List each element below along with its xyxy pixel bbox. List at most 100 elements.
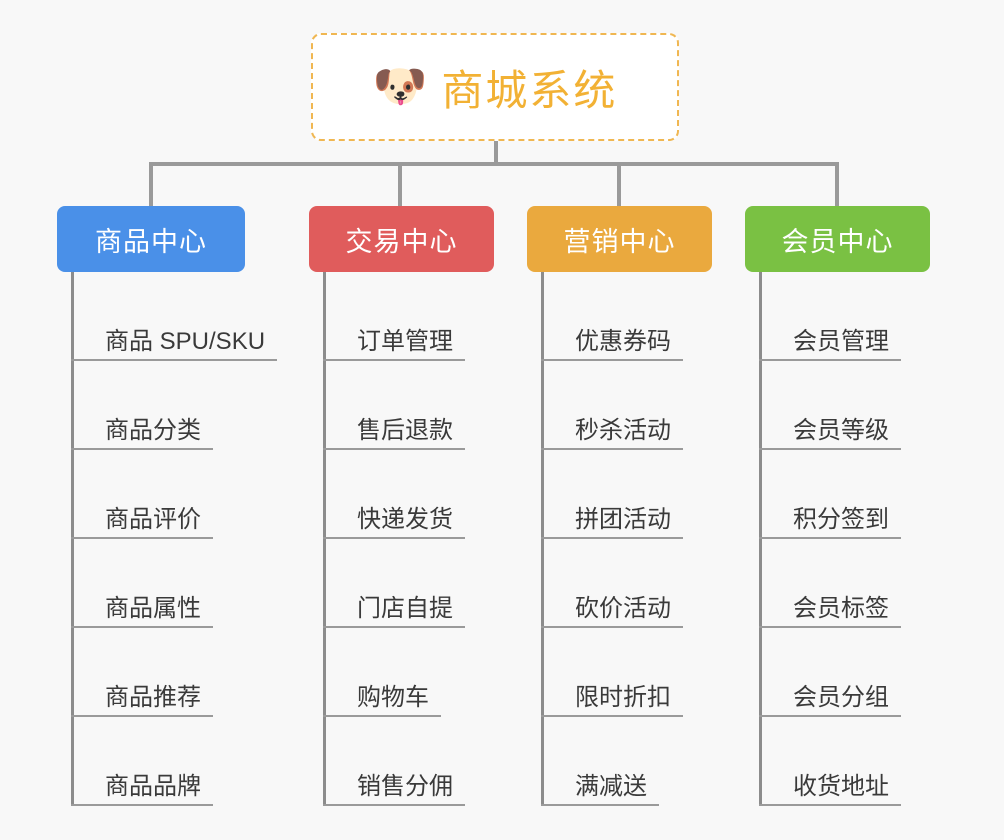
item-underline [759,715,901,717]
list-item[interactable]: 购物车 [323,628,494,717]
list-item[interactable]: 会员管理 [759,272,930,361]
connector-drop-3 [617,162,621,207]
category-header-1-label: 商品中心 [95,226,207,257]
item-label: 商品推荐 [105,683,201,711]
item-label: 砍价活动 [575,594,671,622]
item-label: 门店自提 [357,594,453,622]
list-item[interactable]: 限时折扣 [541,628,712,717]
connector-drop-2 [398,162,402,207]
list-item[interactable]: 门店自提 [323,539,494,628]
item-underline [71,537,213,539]
category-header-4-label: 会员中心 [781,226,894,257]
item-underline [323,626,465,628]
item-underline [541,359,683,361]
item-underline [71,804,213,806]
item-label: 收货地址 [793,772,889,800]
list-item[interactable]: 积分签到 [759,450,930,539]
list-item[interactable]: 快递发货 [323,450,494,539]
item-label: 会员等级 [793,416,889,444]
item-label: 会员管理 [793,327,889,355]
item-label: 商品品牌 [105,772,201,800]
category-branch-3: 优惠券码 秒杀活动 拼团活动 砍价活动 限时折扣 [541,272,712,806]
dog-face-icon: 🐶 [372,62,428,111]
item-underline [759,537,901,539]
list-item[interactable]: 商品 SPU/SKU [71,272,277,361]
list-item[interactable]: 商品属性 [71,539,245,628]
item-underline [541,804,659,806]
list-item[interactable]: 商品推荐 [71,628,245,717]
category-header-2[interactable]: 交易中心 [309,206,494,272]
item-label: 售后退款 [357,416,453,444]
category-column-1: 商品中心 商品 SPU/SKU 商品分类 商品评价 商品属性 [57,206,277,806]
item-label: 积分签到 [793,505,889,533]
item-label: 销售分佣 [357,772,453,800]
item-label: 限时折扣 [575,683,671,711]
item-underline [323,715,441,717]
item-label: 商品评价 [105,505,201,533]
item-underline [541,715,683,717]
item-list-1: 商品 SPU/SKU 商品分类 商品评价 商品属性 商品推荐 [71,272,277,806]
item-label: 会员分组 [793,683,889,711]
item-underline [323,359,465,361]
category-branch-2: 订单管理 售后退款 快递发货 门店自提 购物车 [323,272,494,806]
category-column-3: 营销中心 优惠券码 秒杀活动 拼团活动 砍价活动 [527,206,712,806]
list-item[interactable]: 会员分组 [759,628,930,717]
item-label: 商品属性 [105,594,201,622]
category-column-2: 交易中心 订单管理 售后退款 快递发货 门店自提 [309,206,494,806]
category-header-1[interactable]: 商品中心 [57,206,245,272]
branch-spine-1 [71,272,74,806]
list-item[interactable]: 商品品牌 [71,717,245,806]
category-header-4[interactable]: 会员中心 [745,206,930,272]
root-node[interactable]: 🐶 商城系统 [311,33,679,141]
branch-spine-3 [541,272,544,806]
item-label: 拼团活动 [575,505,671,533]
category-branch-4: 会员管理 会员等级 积分签到 会员标签 会员分组 [759,272,930,806]
list-item[interactable]: 销售分佣 [323,717,494,806]
category-header-3[interactable]: 营销中心 [527,206,712,272]
item-underline [323,804,465,806]
category-header-2-label: 交易中心 [345,226,458,257]
item-label: 商品 SPU/SKU [105,327,266,355]
list-item[interactable]: 会员等级 [759,361,930,450]
list-item[interactable]: 订单管理 [323,272,494,361]
list-item[interactable]: 商品评价 [71,450,245,539]
list-item[interactable]: 收货地址 [759,717,930,806]
category-column-4: 会员中心 会员管理 会员等级 积分签到 会员标签 [745,206,930,806]
item-label: 秒杀活动 [575,416,671,444]
item-list-3: 优惠券码 秒杀活动 拼团活动 砍价活动 限时折扣 [541,272,712,806]
root-title: 商城系统 [441,66,618,114]
item-underline [323,448,465,450]
item-underline [541,537,683,539]
item-underline [759,626,901,628]
list-item[interactable]: 售后退款 [323,361,494,450]
item-list-4: 会员管理 会员等级 积分签到 会员标签 会员分组 [759,272,930,806]
item-underline [759,804,901,806]
connector-drop-1 [149,162,153,207]
item-underline [71,359,277,361]
item-underline [71,715,213,717]
item-underline [759,448,901,450]
list-item[interactable]: 商品分类 [71,361,245,450]
item-underline [541,448,683,450]
list-item[interactable]: 秒杀活动 [541,361,712,450]
category-branch-1: 商品 SPU/SKU 商品分类 商品评价 商品属性 商品推荐 [71,272,277,806]
item-underline [759,359,901,361]
list-item[interactable]: 砍价活动 [541,539,712,628]
list-item[interactable]: 满减送 [541,717,712,806]
list-item[interactable]: 优惠券码 [541,272,712,361]
item-label: 会员标签 [793,594,889,622]
branch-spine-4 [759,272,762,806]
item-underline [71,626,213,628]
item-label: 满减送 [575,772,647,800]
category-header-3-label: 营销中心 [563,226,676,257]
connector-root-stem [494,141,498,164]
connector-drop-4 [835,162,839,207]
item-label: 优惠券码 [575,327,671,355]
item-label: 订单管理 [357,327,453,355]
list-item[interactable]: 会员标签 [759,539,930,628]
item-underline [541,626,683,628]
list-item[interactable]: 拼团活动 [541,450,712,539]
item-label: 快递发货 [357,505,453,533]
item-label: 购物车 [357,683,429,711]
